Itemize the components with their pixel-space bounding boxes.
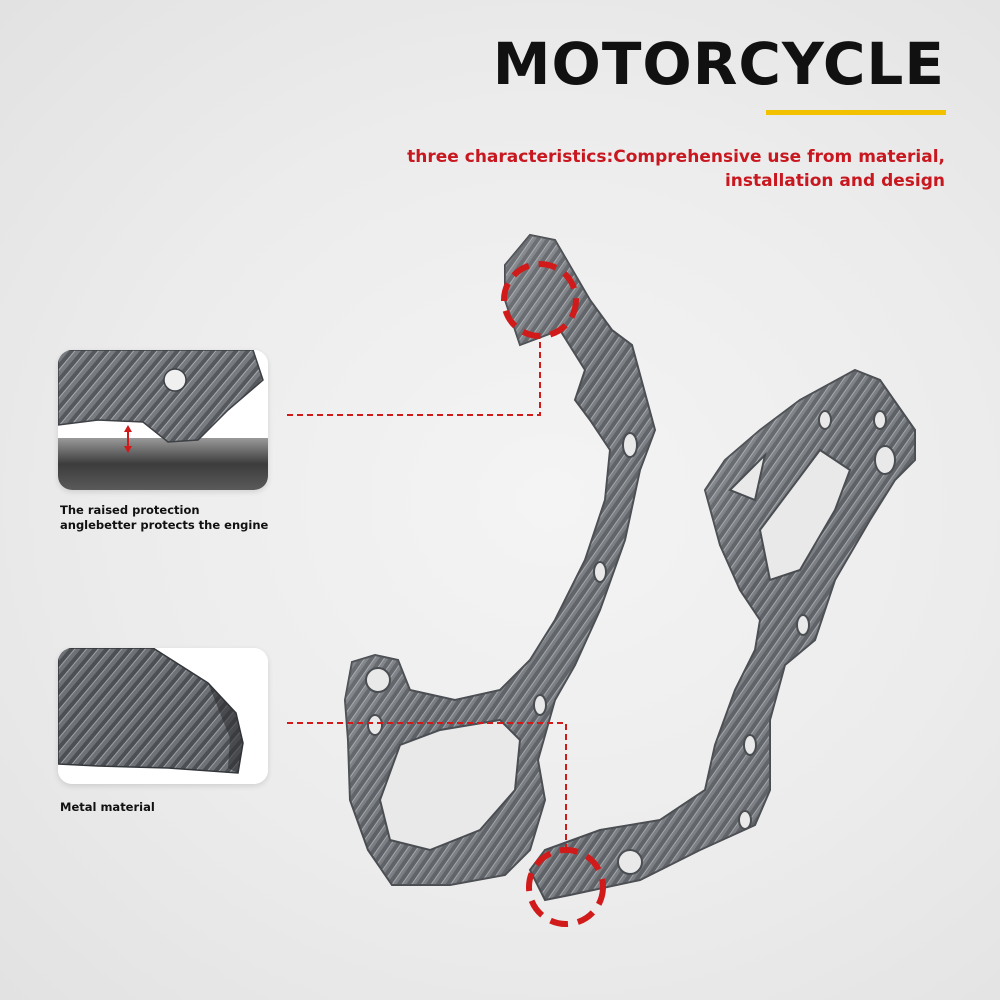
caption-raised-angle: The raised protection anglebetter protec… [60, 503, 268, 533]
subtitle-line-2: installation and design [724, 171, 945, 191]
detail-image-material [58, 648, 268, 784]
callout-marker-bottom [526, 847, 606, 927]
caption-raised-angle-line-2: anglebetter protects the engine [60, 518, 269, 532]
callout-marker-top [501, 261, 579, 339]
caption-material: Metal material [60, 800, 155, 815]
left-frame-cover [343, 233, 657, 886]
subtitle: three characteristics:Comprehensive use … [345, 145, 945, 193]
caption-raised-angle-line-1: The raised protection [60, 503, 200, 517]
leader-line-bottom [287, 722, 567, 848]
caption-material-line-1: Metal material [60, 800, 155, 814]
title-accent-bar [766, 110, 946, 115]
leader-line-top [287, 338, 541, 416]
page-title: MOTORCYCLE [492, 30, 945, 98]
raised-angle-photo [58, 350, 268, 490]
subtitle-line-1: three characteristics:Comprehensive use … [407, 147, 945, 167]
right-frame-cover [528, 368, 916, 902]
material-photo [58, 648, 268, 784]
detail-image-raised-angle [58, 350, 268, 490]
